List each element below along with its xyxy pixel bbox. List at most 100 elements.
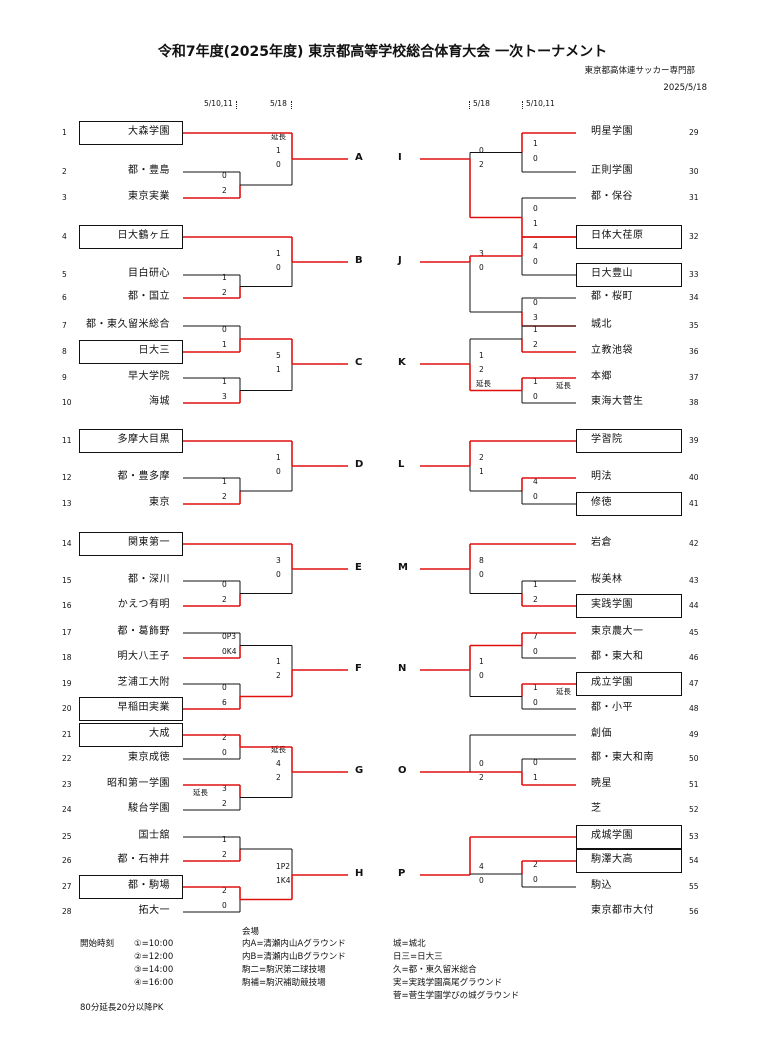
team-number: 14: [62, 539, 72, 548]
score: 1: [222, 340, 227, 349]
team-name: 都・保谷: [591, 191, 633, 202]
team-name: 関東第一: [128, 537, 170, 548]
seed-team-box: [576, 849, 682, 873]
group-label: H: [355, 868, 364, 879]
team-number: 46: [689, 653, 699, 662]
overtime-tag: 延長: [476, 379, 491, 388]
score: 0: [276, 570, 281, 579]
round-sep: [236, 101, 237, 109]
team-name: 都・小平: [591, 702, 633, 713]
team-number: 36: [689, 347, 699, 356]
team-number: 52: [689, 805, 699, 814]
team-number: 26: [62, 856, 72, 865]
team-name: 都・深川: [128, 574, 170, 585]
score: 0: [479, 671, 484, 680]
team-number: 53: [689, 832, 699, 841]
team-name: かえつ有明: [117, 599, 170, 610]
team-number: 32: [689, 232, 699, 241]
score: 0: [222, 682, 227, 692]
score: 1: [276, 365, 281, 374]
group-label: L: [398, 459, 405, 470]
group-label: C: [355, 357, 363, 368]
score: 1: [222, 376, 227, 386]
team-name: 都・駒場: [128, 880, 170, 891]
group-label: G: [355, 765, 364, 776]
round-sep: [469, 101, 470, 109]
team-number: 44: [689, 601, 699, 610]
team-number: 21: [62, 730, 72, 739]
team-name: 大森学園: [128, 126, 170, 137]
score: 1: [276, 146, 281, 155]
team-name: 都・葛飾野: [117, 626, 170, 637]
venue-2: 内B=清瀬内山Bグラウンド: [242, 952, 346, 962]
overtime-tag: 延長: [271, 132, 286, 141]
team-number: 31: [689, 193, 699, 202]
seed-team-box: [79, 697, 183, 721]
score: 2: [222, 885, 227, 895]
team-name: 早稲田実業: [117, 702, 170, 713]
team-number: 24: [62, 805, 72, 814]
score: 2: [222, 850, 227, 859]
start-time-label: 開始時刻: [80, 939, 115, 949]
team-name: 拓大一: [138, 905, 170, 916]
start-time-3: ③=14:00: [134, 965, 174, 975]
score: 1: [276, 657, 281, 666]
abbrev-3: 久=都・東久留米総合: [393, 965, 477, 975]
seed-team-box: [79, 429, 183, 453]
seed-team-box: [576, 225, 682, 249]
team-name: 芝浦工大附: [117, 677, 170, 688]
team-name: 駿台学園: [128, 803, 170, 814]
team-name: 早大学院: [128, 371, 170, 382]
score: 1: [276, 453, 281, 462]
venue-1: 内A=清瀬内山Aグラウンド: [242, 939, 346, 949]
score: 0K4: [222, 646, 237, 656]
group-label: P: [398, 868, 406, 879]
score: 0: [479, 876, 484, 885]
score: 1: [533, 138, 538, 148]
team-name: 桜美林: [591, 574, 623, 585]
start-time-2: ②=12:00: [134, 952, 174, 962]
score: 0: [533, 257, 538, 266]
score: 0: [533, 697, 538, 707]
team-name: 大成: [149, 728, 170, 739]
score: 2: [222, 733, 227, 742]
score: 4: [276, 759, 281, 768]
team-name: 東京: [149, 497, 170, 508]
score: 1: [479, 351, 484, 360]
team-name: 実践学園: [591, 599, 633, 610]
group-label: F: [355, 663, 362, 674]
score: 2: [479, 365, 484, 374]
round-date-left-1: 5/10,11: [204, 99, 233, 108]
team-number: 45: [689, 628, 699, 637]
team-name: 東京成徳: [128, 752, 170, 763]
team-number: 10: [62, 398, 72, 407]
round-sep: [291, 101, 292, 109]
match-rule: 80分延長20分以降PK: [80, 1003, 164, 1013]
team-number: 30: [689, 167, 699, 176]
group-label: I: [398, 152, 402, 163]
score: 0: [222, 900, 227, 910]
team-name: 明法: [591, 471, 612, 482]
team-number: 41: [689, 499, 699, 508]
team-name: 城北: [591, 319, 612, 330]
seed-team-box: [79, 340, 183, 364]
team-name: 都・東大和南: [591, 752, 654, 763]
round-date-right-1: 5/10,11: [526, 99, 555, 108]
team-name: 日大三: [138, 345, 170, 356]
venue-4: 駒補=駒沢補助競技場: [242, 978, 326, 988]
team-name: 明大八王子: [117, 651, 170, 662]
overtime-tag: 延長: [556, 380, 571, 390]
score: 1: [222, 477, 227, 486]
team-number: 48: [689, 704, 699, 713]
team-name: 日体大荏原: [591, 230, 644, 241]
team-number: 49: [689, 730, 699, 739]
team-number: 7: [62, 321, 67, 330]
round-date-left-2: 5/18: [270, 99, 287, 108]
team-number: 51: [689, 780, 699, 789]
score: 0: [276, 160, 281, 169]
score: 8: [479, 556, 484, 565]
team-number: 17: [62, 628, 72, 637]
group-label: E: [355, 562, 362, 573]
team-number: 37: [689, 373, 699, 382]
score: 0: [479, 263, 484, 272]
